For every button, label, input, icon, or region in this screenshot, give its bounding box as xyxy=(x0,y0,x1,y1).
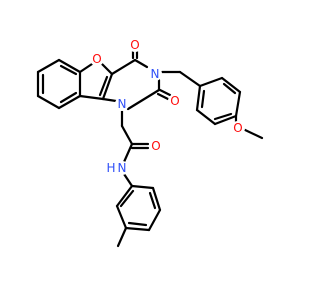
amide-oxygen: O xyxy=(149,139,163,153)
bond xyxy=(213,112,233,121)
bond xyxy=(57,94,82,110)
bond xyxy=(151,186,162,212)
atom-label: N xyxy=(118,97,127,111)
bond xyxy=(126,88,161,111)
bond xyxy=(98,75,109,97)
bond xyxy=(148,191,157,210)
bond xyxy=(122,172,134,188)
atom-label: O xyxy=(130,38,139,52)
bond xyxy=(195,108,217,126)
atom-label: O xyxy=(233,121,242,135)
bonds xyxy=(36,48,264,248)
c4-carbonyl-oxygen: O xyxy=(128,38,142,52)
molecule-structure: O O N O N O N H xyxy=(36,38,264,248)
atom-label: N xyxy=(118,161,127,175)
bond xyxy=(36,58,61,74)
bond xyxy=(119,189,135,208)
atom-label: H xyxy=(106,161,115,175)
bond xyxy=(222,82,237,95)
atom-labels: O O N O N O N H xyxy=(90,38,245,175)
bond xyxy=(200,89,206,109)
atom-label: N xyxy=(151,67,160,81)
bond xyxy=(195,84,202,112)
amide-nitrogen: N xyxy=(115,161,129,175)
bond xyxy=(99,61,114,76)
bond xyxy=(130,184,155,190)
bond xyxy=(124,226,151,232)
bond xyxy=(178,70,202,88)
bond xyxy=(241,127,264,140)
c2-carbonyl-oxygen: O xyxy=(168,94,182,108)
bond xyxy=(133,58,149,69)
bond xyxy=(78,94,105,101)
bond xyxy=(59,91,78,104)
bond xyxy=(36,94,61,110)
bond xyxy=(158,88,172,97)
atom-label: O xyxy=(92,52,101,66)
methoxy-oxygen: O xyxy=(231,121,245,135)
bond xyxy=(122,142,134,164)
bond xyxy=(198,76,224,88)
bond xyxy=(147,208,162,232)
bond xyxy=(115,184,134,208)
bond xyxy=(127,221,148,227)
bond xyxy=(59,64,78,76)
bond xyxy=(234,90,242,118)
bond xyxy=(101,97,118,103)
bond xyxy=(156,92,170,101)
bond xyxy=(116,226,128,248)
bond xyxy=(110,58,137,76)
furan-oxygen: O xyxy=(90,52,104,66)
bond xyxy=(220,76,242,94)
bond xyxy=(115,204,128,230)
atom-label: O xyxy=(151,139,160,153)
amide-hydrogen: H xyxy=(105,161,117,175)
bond xyxy=(120,124,134,146)
bond xyxy=(57,58,82,74)
bond xyxy=(213,114,238,126)
bond xyxy=(101,72,114,101)
n3-nitrogen: N xyxy=(148,67,162,81)
atom-label: O xyxy=(170,94,179,108)
n1-nitrogen: N xyxy=(115,97,129,111)
